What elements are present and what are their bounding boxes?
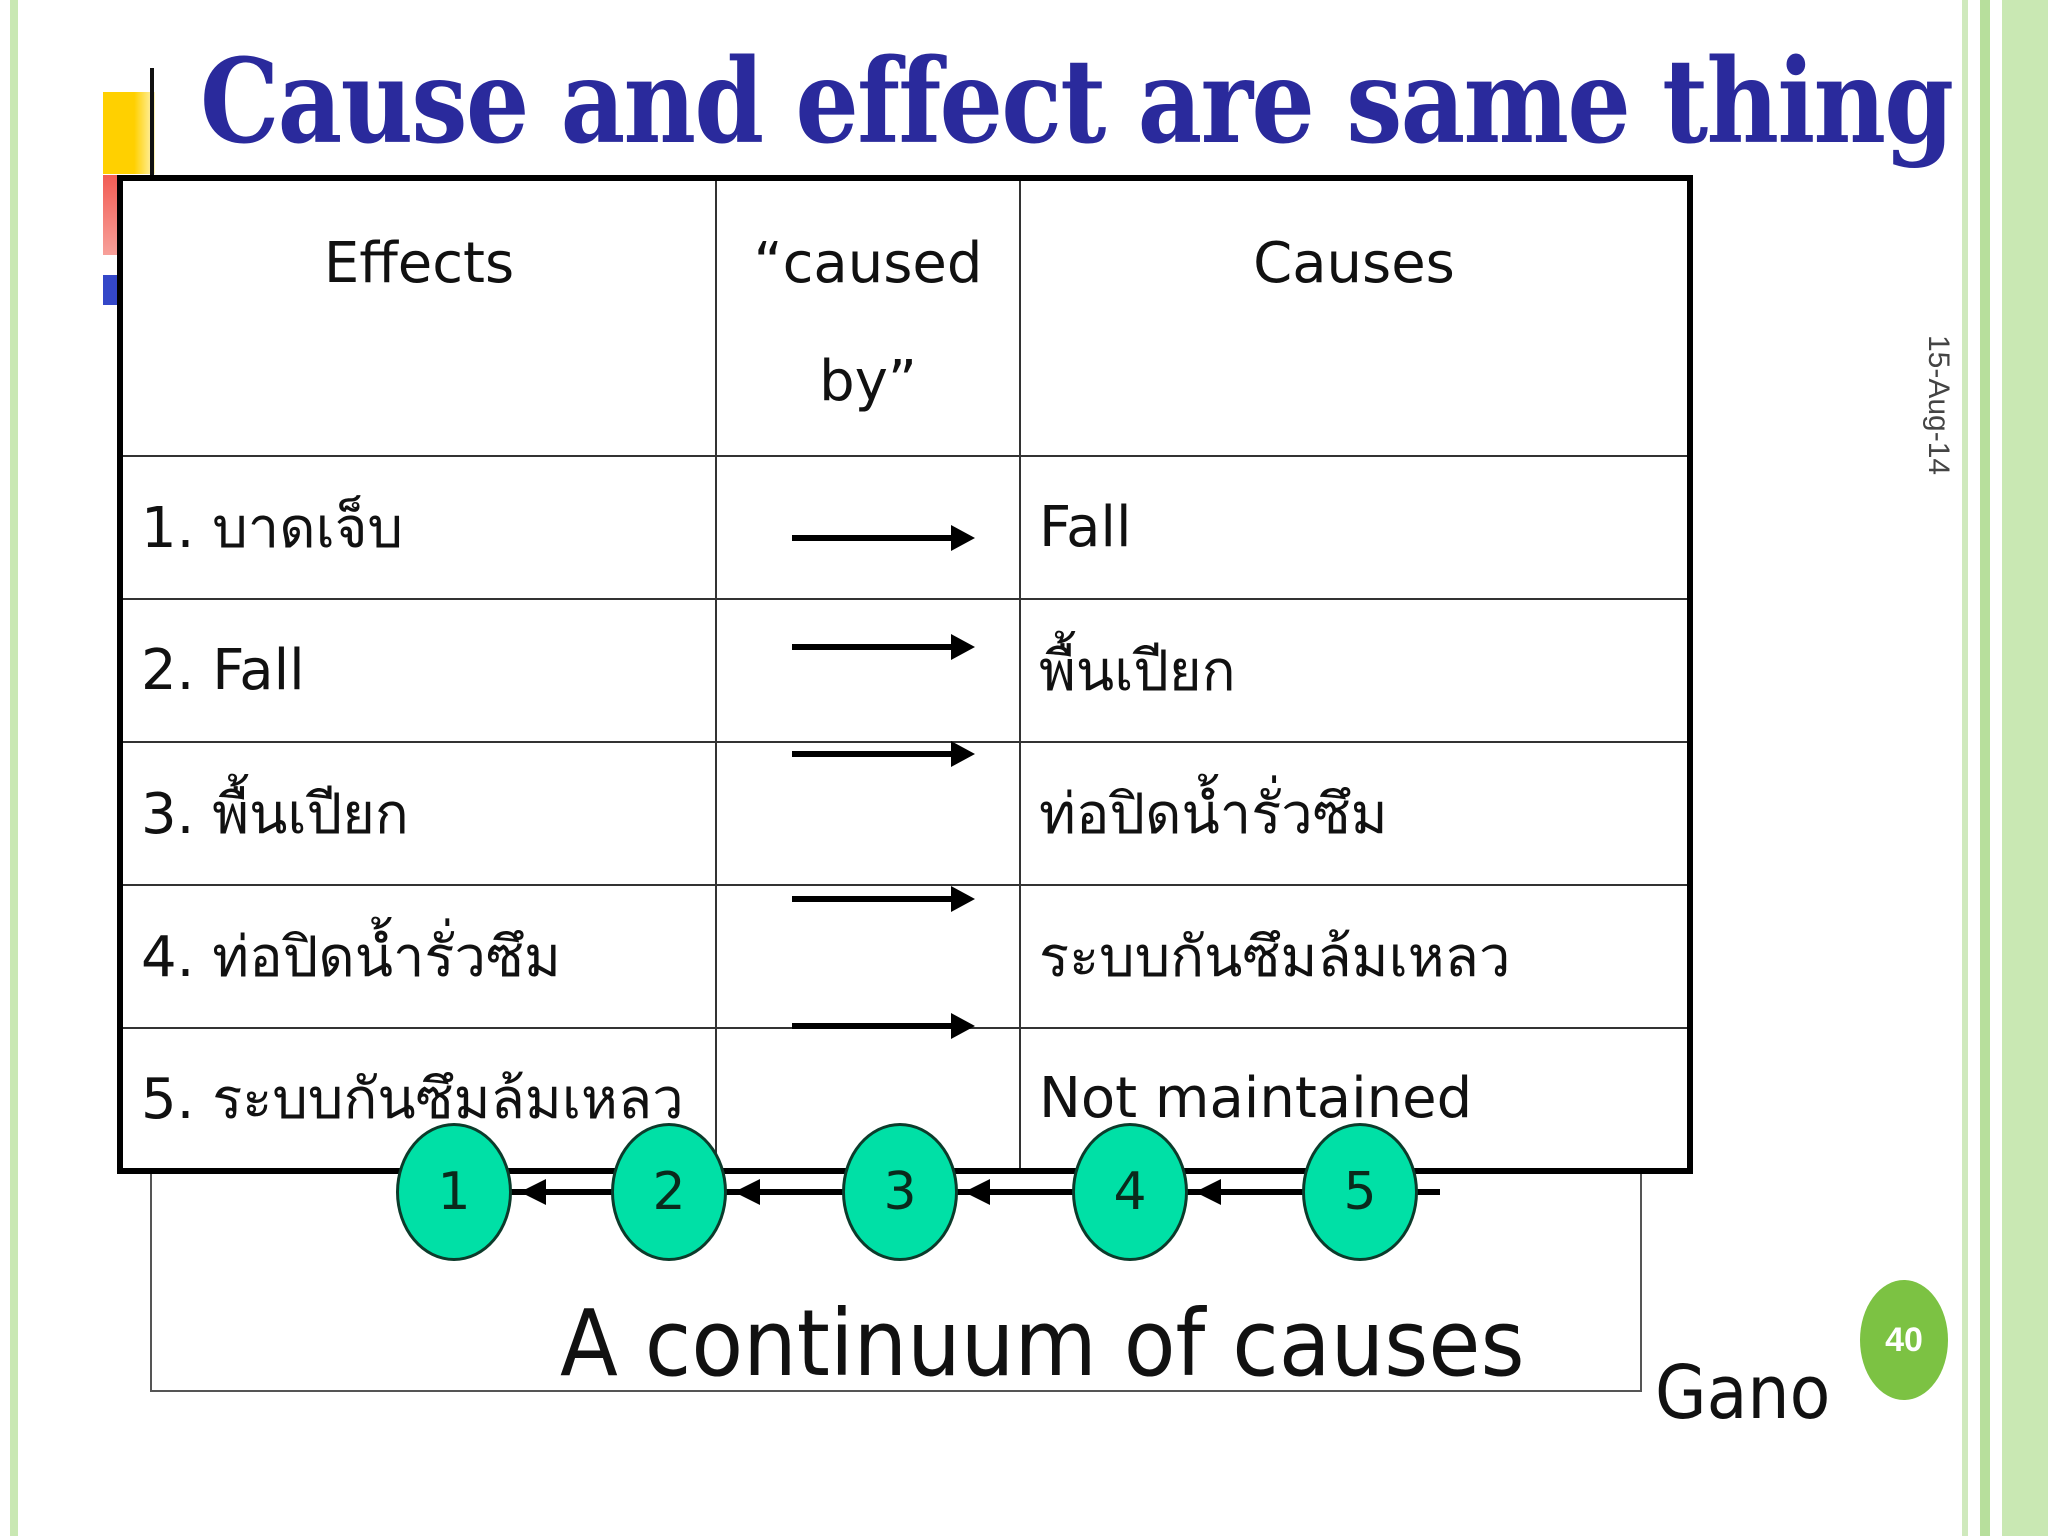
title-accent-red [103, 175, 119, 255]
right-arrow-icon [792, 886, 975, 912]
left-arrow-icon [734, 1179, 760, 1205]
right-arrow-icon [792, 1013, 975, 1039]
right-arrow-icon [792, 525, 975, 551]
cause-effect-table: Effects “caused by” Causes 1. บาดเจ็บ Fal… [117, 175, 1693, 1174]
table-row: 4. ท่อปิดน้ำรั่วซึม ระบบกันซึมล้มเหลว [119, 884, 1691, 1029]
slide-title: Cause and effect are same thing [200, 34, 1954, 170]
title-accent-yellow [103, 92, 155, 174]
header-caused-by-line2: by” [819, 349, 917, 414]
right-decorative-band [1958, 0, 2048, 1536]
table-header-row: Effects “caused by” Causes [119, 177, 1691, 457]
continuum-node: 3 [842, 1123, 958, 1261]
arrow-cell [715, 741, 1021, 886]
header-caused-by-line1: “caused [753, 231, 983, 296]
left-arrow-icon [520, 1179, 546, 1205]
cause-cell: พื้นเปียก [1019, 598, 1691, 743]
header-caused-by: “caused by” [715, 177, 1021, 457]
effect-cell: 4. ท่อปิดน้ำรั่วซึม [119, 884, 717, 1029]
title-divider-bar [150, 68, 154, 178]
continuum-caption: A continuum of causes [560, 1290, 1525, 1397]
header-effects: Effects [119, 177, 717, 457]
right-arrow-icon [792, 741, 975, 767]
cause-cell: ระบบกันซึมล้มเหลว [1019, 884, 1691, 1029]
title-accent-blue [103, 275, 119, 305]
cause-cell: ท่อปิดน้ำรั่วซึม [1019, 741, 1691, 886]
right-arrow-icon [792, 634, 975, 660]
left-arrow-icon [1195, 1179, 1221, 1205]
continuum-node: 5 [1302, 1123, 1418, 1261]
table-row: 2. Fall พื้นเปียก [119, 598, 1691, 743]
header-causes: Causes [1019, 177, 1691, 457]
arrow-cell [715, 455, 1021, 600]
table-row: 3. พื้นเปียก ท่อปิดน้ำรั่วซึม [119, 741, 1691, 886]
effect-cell: 2. Fall [119, 598, 717, 743]
continuum-node: 2 [611, 1123, 727, 1261]
cause-cell: Fall [1019, 455, 1691, 600]
page-number-badge: 40 [1860, 1280, 1948, 1400]
left-arrow-icon [964, 1179, 990, 1205]
arrow-cell [715, 884, 1021, 1029]
table-row: 1. บาดเจ็บ Fall [119, 455, 1691, 600]
arrow-cell [715, 598, 1021, 743]
continuum-node: 1 [396, 1123, 512, 1261]
slide-date: 15-Aug-14 [1922, 335, 1955, 476]
continuum-node: 4 [1072, 1123, 1188, 1261]
effect-cell: 1. บาดเจ็บ [119, 455, 717, 600]
effect-cell: 5. ระบบกันซึมล้มเหลว [119, 1027, 717, 1172]
effect-cell: 3. พื้นเปียก [119, 741, 717, 886]
left-decorative-stripe [10, 0, 18, 1536]
author-label: Gano [1655, 1350, 1831, 1436]
